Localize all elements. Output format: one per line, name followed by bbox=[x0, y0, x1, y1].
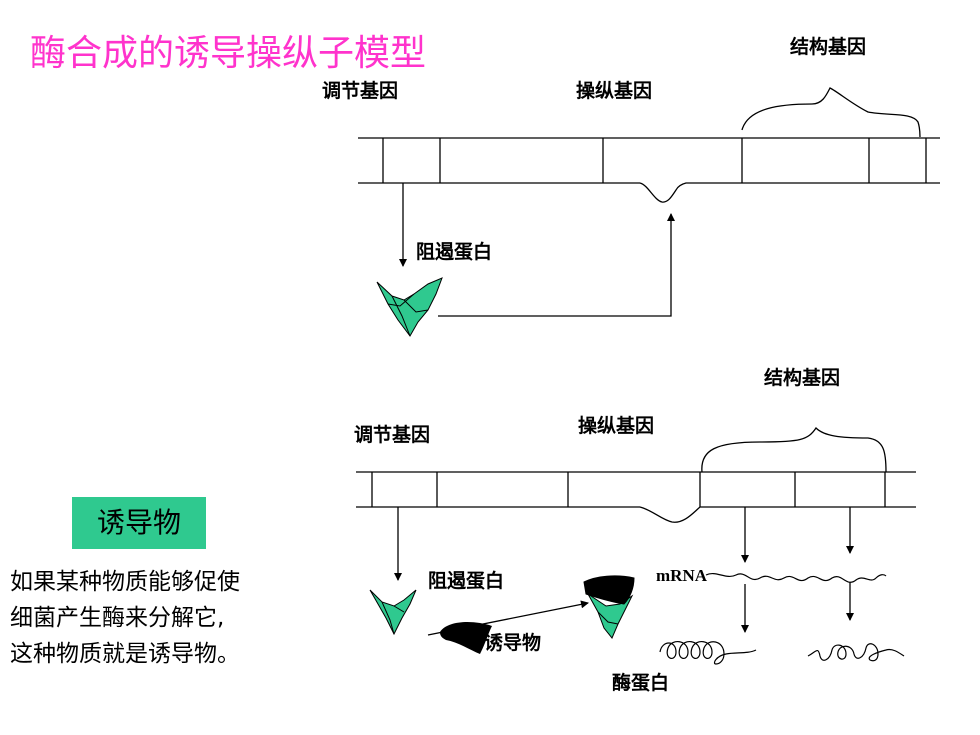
top-dna bbox=[358, 137, 940, 203]
top-repressor-binding-arrow bbox=[438, 213, 675, 317]
enzyme-chain-2 bbox=[807, 643, 905, 662]
inducer-molecule bbox=[440, 622, 492, 654]
bottom-dna bbox=[356, 471, 916, 523]
top-repressor-protein bbox=[376, 277, 443, 337]
top-operator-gene-label: 操纵基因 bbox=[576, 80, 653, 102]
bottom-repressor-label: 阻遏蛋白 bbox=[428, 570, 505, 592]
bottom-regulator-gene-label: 调节基因 bbox=[354, 424, 431, 446]
bottom-repressor-protein bbox=[369, 589, 417, 636]
top-structural-brace bbox=[741, 87, 921, 138]
repressor-inducer-complex bbox=[583, 575, 635, 639]
page-title: 酶合成的诱导操纵子模型 bbox=[30, 33, 427, 74]
bottom-operator-gene-label: 操纵基因 bbox=[578, 415, 655, 437]
mrna-strand bbox=[705, 572, 887, 583]
description-line-3: 这种物质就是诱导物。 bbox=[10, 641, 240, 667]
bottom-structural-gene-label: 结构基因 bbox=[764, 367, 841, 389]
enzyme-chain-1 bbox=[659, 641, 757, 665]
enzyme-protein-label: 酶蛋白 bbox=[612, 672, 670, 694]
mrna-label: mRNA bbox=[656, 566, 707, 585]
top-regulator-gene-label: 调节基因 bbox=[322, 80, 399, 102]
inducer-box: 诱导物 bbox=[72, 497, 206, 549]
top-structural-gene-label: 结构基因 bbox=[790, 36, 867, 58]
top-repressor-label: 阻遏蛋白 bbox=[416, 241, 493, 263]
description: 如果某种物质能够促使 细菌产生酶来分解它, 这种物质就是诱导物。 bbox=[10, 564, 240, 672]
description-line-1: 如果某种物质能够促使 bbox=[10, 569, 240, 595]
description-line-2: 细菌产生酶来分解它, bbox=[10, 605, 225, 631]
inducer-molecule-label: 诱导物 bbox=[484, 632, 542, 654]
bottom-structural-brace bbox=[701, 426, 887, 473]
